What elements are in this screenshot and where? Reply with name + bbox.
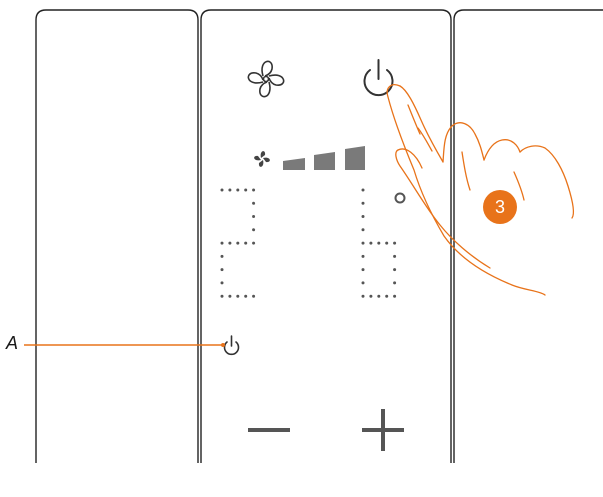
display-dot [244, 242, 247, 245]
display-dot [228, 242, 231, 245]
display-dot [228, 189, 231, 192]
left-panel [36, 10, 198, 463]
display-dot [228, 295, 231, 298]
display-dot [369, 242, 372, 245]
display-dot [393, 268, 396, 271]
plus-button[interactable] [362, 409, 404, 451]
fan-speed-bar-3 [345, 146, 365, 170]
center-panel [201, 10, 451, 463]
display-dot [221, 255, 224, 258]
small-fan-icon [254, 151, 270, 167]
display-dot [252, 228, 255, 231]
display-dot [385, 295, 388, 298]
display-dot [252, 202, 255, 205]
display-dot [236, 189, 239, 192]
display-dot [221, 242, 224, 245]
display-dot [244, 189, 247, 192]
panel-outlines [36, 10, 603, 463]
step-number: 3 [483, 190, 517, 224]
display-dot [362, 281, 365, 284]
display-dot [221, 295, 224, 298]
display-dot [377, 295, 380, 298]
display-dot [252, 242, 255, 245]
display-dot [362, 242, 365, 245]
fan-icon[interactable] [248, 61, 283, 96]
display-dot [362, 202, 365, 205]
status-power-icon [225, 336, 239, 354]
hand-illustration [387, 85, 573, 295]
display-dot [393, 281, 396, 284]
display-dot [221, 189, 224, 192]
display-dot [362, 215, 365, 218]
display-dot [362, 268, 365, 271]
dot-matrix-display [221, 189, 397, 298]
display-dot [244, 295, 247, 298]
display-dot [385, 242, 388, 245]
display-dot [252, 295, 255, 298]
fan-speed-bar-2 [314, 152, 335, 170]
degree-symbol [396, 194, 405, 203]
callout-label: A [6, 333, 18, 354]
display-dot [393, 242, 396, 245]
display-dot [377, 242, 380, 245]
display-dot [221, 268, 224, 271]
fan-speed-bar-1 [283, 158, 305, 170]
display-dot [236, 242, 239, 245]
display-dot [236, 295, 239, 298]
display-dot [252, 215, 255, 218]
display-dot [362, 228, 365, 231]
fan-speed-indicator [254, 146, 365, 170]
display-dot [362, 255, 365, 258]
display-dot [362, 295, 365, 298]
display-dot [221, 281, 224, 284]
power-icon[interactable] [365, 60, 393, 95]
display-dot [362, 189, 365, 192]
display-dot [393, 255, 396, 258]
display-dot [369, 295, 372, 298]
right-panel [454, 10, 603, 463]
display-dot [393, 295, 396, 298]
minus-button[interactable] [248, 428, 290, 432]
display-dot [252, 189, 255, 192]
callout-dot [221, 343, 225, 347]
